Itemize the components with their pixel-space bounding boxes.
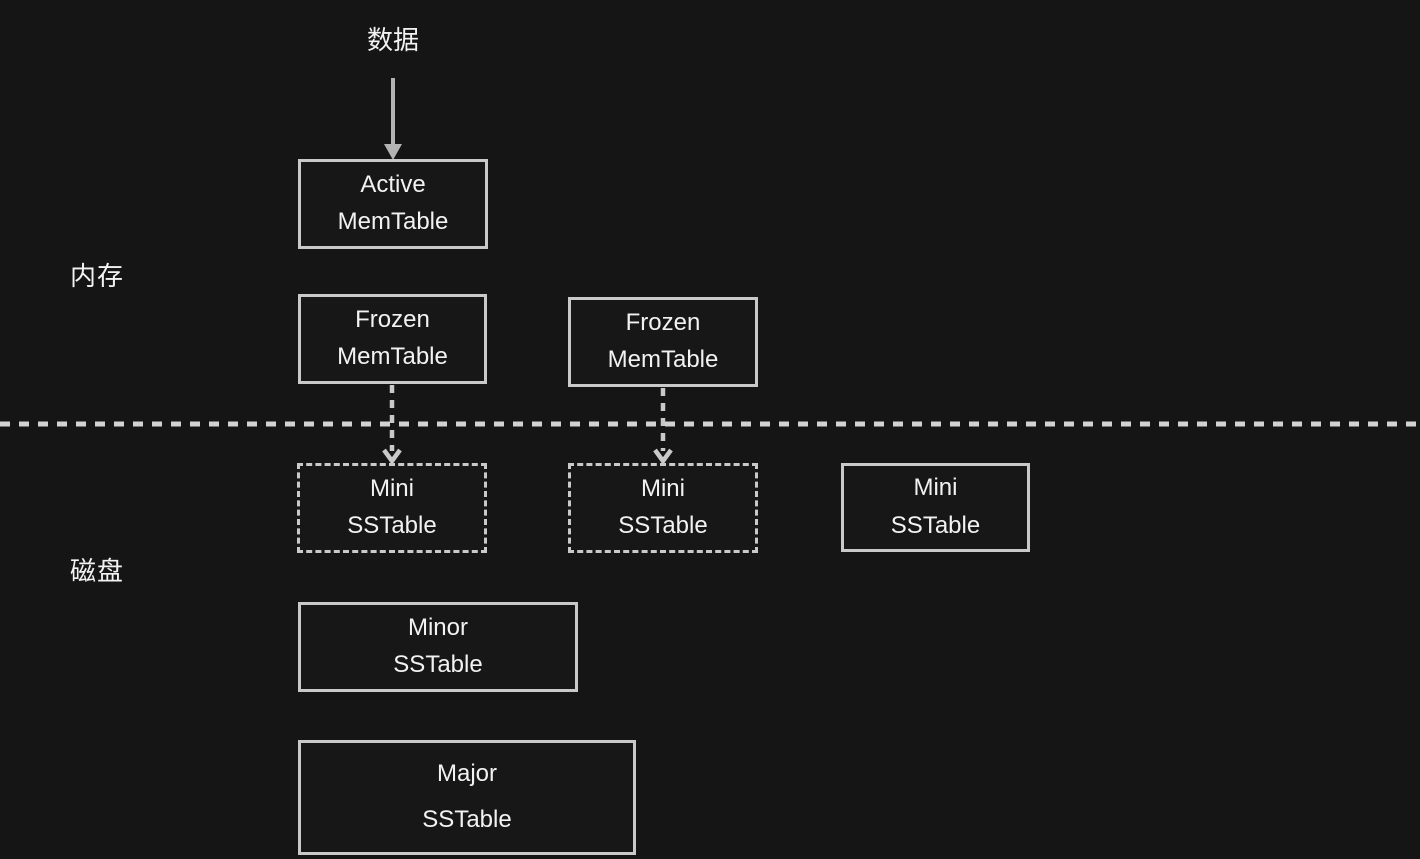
node-label-line2: SSTable [890,511,981,539]
node-label-line2: SSTable [393,651,483,679]
node-label-line1: Active [360,170,426,198]
frozen-memtable-node-2: Frozen MemTable [568,297,758,387]
mini-sstable-node-1: Mini SSTable [297,463,487,553]
data-to-active-arrow [384,78,402,160]
node-label-line1: Frozen [625,308,701,336]
node-label-line1: Mini [369,474,414,502]
mini-sstable-node-2: Mini SSTable [568,463,758,553]
mini-sstable-node-3: Mini SSTable [841,463,1030,552]
frozen2-to-mini2-arrow [653,388,673,465]
frozen-memtable-node-1: Frozen MemTable [298,294,487,384]
node-label-line1: Mini [913,474,958,502]
node-label-line1: Mini [640,474,685,502]
node-label-line2: MemTable [337,343,448,371]
node-label-line1: Frozen [355,305,430,333]
major-sstable-node: Major SSTable [298,740,636,855]
node-label-line2: SSTable [422,806,512,834]
active-memtable-node: Active MemTable [298,159,488,249]
memory-region-label: 内存 [70,261,125,291]
data-source-label: 数据 [366,25,419,55]
node-label-line2: SSTable [347,512,437,540]
node-label-line1: Minor [407,613,468,641]
minor-sstable-node: Minor SSTable [298,602,578,692]
frozen1-to-mini1-arrow [382,385,402,465]
node-label-line2: MemTable [607,346,719,374]
disk-region-label: 磁盘 [70,556,125,586]
node-label-line1: Major [436,760,497,788]
node-label-line2: MemTable [337,208,449,236]
node-label-line2: SSTable [618,512,708,540]
